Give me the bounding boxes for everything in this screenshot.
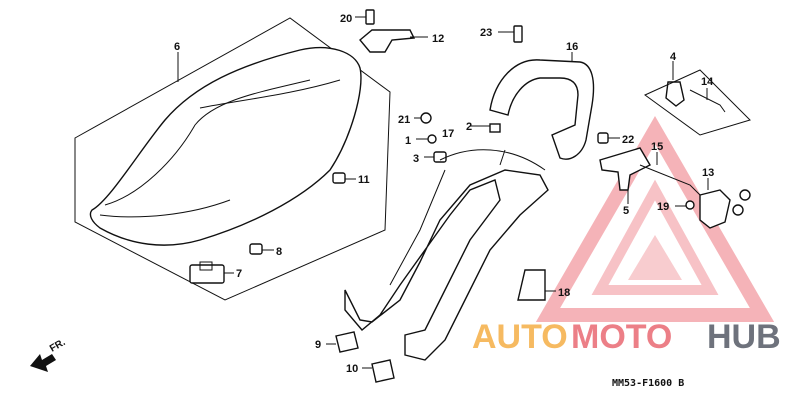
collar-1-shape (427, 134, 437, 144)
seat-group-frame (74, 17, 391, 301)
bolt-22-shape (597, 132, 609, 144)
callout-3: 3 (413, 153, 419, 165)
watermark-hub: HUB (707, 318, 781, 356)
callout-17: 17 (442, 128, 454, 140)
watermark-auto: AUTO (472, 318, 568, 356)
callout-1: 1 (405, 135, 411, 147)
key-shape-2 (732, 204, 744, 216)
sticker-18-shape (517, 269, 546, 301)
bolt-21-shape (420, 112, 432, 124)
callout-5: 5 (623, 205, 629, 217)
callout-23: 23 (480, 27, 492, 39)
cable-15-shape (639, 164, 701, 196)
grab-rail-16-shape (489, 59, 595, 160)
rubber-9-shape (335, 331, 359, 353)
callout-15: 15 (651, 141, 663, 153)
rubber-10-shape (371, 359, 395, 383)
bracket-15-shape (599, 147, 651, 191)
callout-19: 19 (657, 201, 669, 213)
bolt-20-shape (365, 9, 375, 25)
front-direction-arrow: FR. (30, 337, 68, 372)
leader-lines (177, 16, 709, 369)
front-direction-label: FR. (48, 337, 68, 355)
callout-20: 20 (340, 13, 352, 25)
callout-12: 12 (432, 33, 444, 45)
callout-22: 22 (622, 134, 634, 146)
callout-9: 9 (315, 339, 321, 351)
seat-lock-13-shape (699, 189, 731, 229)
clip-2-shape (489, 123, 501, 133)
helmet-holder-4-shape (665, 81, 685, 107)
callout-18: 18 (558, 287, 570, 299)
bracket-12-shape (359, 29, 416, 53)
callout-7: 7 (236, 268, 242, 280)
callout-8: 8 (276, 246, 282, 258)
nut-11-shape (332, 172, 346, 184)
bolt-23-shape (513, 25, 523, 43)
holder-group-frame (644, 69, 751, 136)
rubber-3-shape (433, 151, 447, 163)
clip-7-detail (199, 261, 213, 271)
nut-8-shape (249, 243, 263, 255)
seat-part (89, 46, 362, 246)
callout-2: 2 (466, 121, 472, 133)
callout-21: 21 (398, 114, 410, 126)
callout-10: 10 (346, 363, 358, 375)
clip-7-shape (189, 264, 225, 284)
cable-14-shape (689, 89, 726, 113)
callout-13: 13 (702, 167, 714, 179)
watermark-moto: MOTO (571, 318, 672, 356)
diagram-code: MM53-F1600 B (612, 378, 684, 389)
watermark-logo (535, 116, 775, 322)
callout-14: 14 (701, 76, 714, 88)
callout-11: 11 (358, 174, 370, 186)
callout-4: 4 (670, 51, 677, 63)
callout-6: 6 (174, 41, 180, 53)
key-shape (739, 189, 751, 201)
bolt-19-shape (685, 200, 695, 210)
callout-16: 16 (566, 41, 578, 53)
rear-cowl-17-part (344, 149, 549, 361)
